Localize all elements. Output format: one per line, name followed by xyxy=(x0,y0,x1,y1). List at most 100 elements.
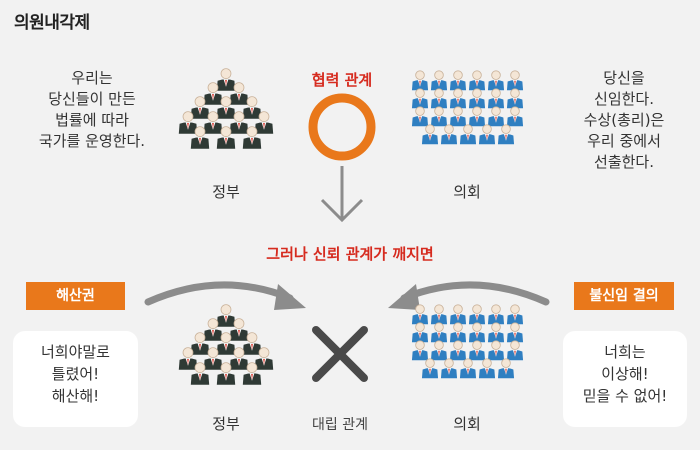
person-icon xyxy=(449,304,467,325)
person-icon xyxy=(487,340,505,361)
person-icon xyxy=(242,332,262,355)
person-icon xyxy=(430,70,448,91)
person-icon xyxy=(440,358,458,379)
bubble-line: 너희야말로 xyxy=(40,343,110,361)
opposition-label: 대립 관계 xyxy=(312,417,368,433)
no-confidence-tag: 불신임 결의 xyxy=(574,282,674,310)
bubble-line: 해산해! xyxy=(51,387,100,405)
statement-line: 수상(총리)은 xyxy=(583,111,665,129)
government-label: 정부 xyxy=(212,415,240,433)
person-icon xyxy=(242,96,262,119)
statement-line: 국가를 운영한다. xyxy=(38,132,146,150)
person-icon xyxy=(430,106,448,127)
person-icon xyxy=(449,340,467,361)
statement-line: 신임한다. xyxy=(594,90,654,108)
page-title: 의원내각제 xyxy=(14,13,90,33)
person-icon xyxy=(487,106,505,127)
bubble-line: 틀렸어! xyxy=(51,365,100,383)
person-icon xyxy=(190,332,210,355)
statement-line: 법률에 따라 xyxy=(55,111,129,129)
government-statement: 우리는 당신들이 만든 법률에 따라 국가를 운영한다. xyxy=(22,68,162,152)
statement-line: 우리는 xyxy=(71,69,113,87)
person-icon xyxy=(459,124,477,145)
bubble-line: 너희는 xyxy=(604,343,646,361)
person-icon xyxy=(411,88,429,109)
person-icon xyxy=(411,340,429,361)
person-icon xyxy=(178,347,198,370)
person-icon xyxy=(411,70,429,91)
government-group-figure xyxy=(178,68,274,149)
government-label: 정부 xyxy=(212,183,240,201)
person-icon xyxy=(229,347,249,370)
statement-line: 선출한다. xyxy=(594,153,654,171)
person-icon xyxy=(216,126,236,149)
breakdown-label: 그러나 신뢰 관계가 깨지면 xyxy=(266,245,434,263)
person-icon xyxy=(497,124,515,145)
person-icon xyxy=(459,358,477,379)
cooperation-label: 협력 관계 xyxy=(311,71,373,89)
person-icon xyxy=(506,88,524,109)
cross-icon xyxy=(312,326,368,382)
person-icon xyxy=(254,347,274,370)
person-icon xyxy=(506,106,524,127)
person-icon xyxy=(203,82,223,105)
person-icon xyxy=(468,322,486,343)
person-icon xyxy=(203,318,223,341)
person-icon xyxy=(216,362,236,385)
person-icon xyxy=(449,106,467,127)
parliament-statement: 당신을 신임한다. 수상(총리)은 우리 중에서 선출한다. xyxy=(560,68,688,173)
person-icon xyxy=(430,322,448,343)
parliament-label: 의회 xyxy=(453,415,481,433)
person-icon xyxy=(411,106,429,127)
person-icon xyxy=(203,347,223,370)
person-icon xyxy=(254,111,274,134)
person-icon xyxy=(190,362,210,385)
government-speech-bubble: 너희야말로 틀렸어! 해산해! xyxy=(13,331,138,427)
statement-line: 우리 중에서 xyxy=(587,132,661,150)
person-icon xyxy=(216,332,236,355)
curved-arrow-right-icon xyxy=(144,281,306,310)
person-icon xyxy=(229,111,249,134)
person-icon xyxy=(411,304,429,325)
person-icon xyxy=(468,70,486,91)
parliament-group-figure xyxy=(411,304,524,379)
dissolution-tag: 해산권 xyxy=(26,282,125,310)
circle-icon xyxy=(308,93,376,161)
government-group-figure xyxy=(178,304,274,385)
statement-line: 당신을 xyxy=(603,69,645,87)
person-icon xyxy=(178,111,198,134)
curved-arrow-left-icon xyxy=(388,281,550,310)
bubble-line: 믿을 수 없어! xyxy=(582,387,668,405)
person-icon xyxy=(487,88,505,109)
parliament-label: 의회 xyxy=(453,183,481,201)
person-icon xyxy=(411,322,429,343)
person-icon xyxy=(506,70,524,91)
person-icon xyxy=(430,304,448,325)
person-icon xyxy=(487,70,505,91)
person-icon xyxy=(216,304,236,327)
bubble-line: 이상해! xyxy=(601,365,649,383)
person-icon xyxy=(449,70,467,91)
person-icon xyxy=(216,96,236,119)
person-icon xyxy=(203,111,223,134)
person-icon xyxy=(487,322,505,343)
person-icon xyxy=(229,318,249,341)
person-icon xyxy=(506,304,524,325)
statement-line: 당신들이 만든 xyxy=(48,90,136,108)
person-icon xyxy=(430,340,448,361)
person-icon xyxy=(497,358,515,379)
person-icon xyxy=(216,68,236,91)
arrow-down-icon xyxy=(320,166,364,223)
person-icon xyxy=(242,126,262,149)
person-icon xyxy=(421,124,439,145)
person-icon xyxy=(229,82,249,105)
person-icon xyxy=(440,124,458,145)
person-icon xyxy=(468,88,486,109)
person-icon xyxy=(190,126,210,149)
person-icon xyxy=(190,96,210,119)
person-icon xyxy=(468,304,486,325)
person-icon xyxy=(506,340,524,361)
person-icon xyxy=(430,88,448,109)
person-icon xyxy=(468,340,486,361)
person-icon xyxy=(421,358,439,379)
